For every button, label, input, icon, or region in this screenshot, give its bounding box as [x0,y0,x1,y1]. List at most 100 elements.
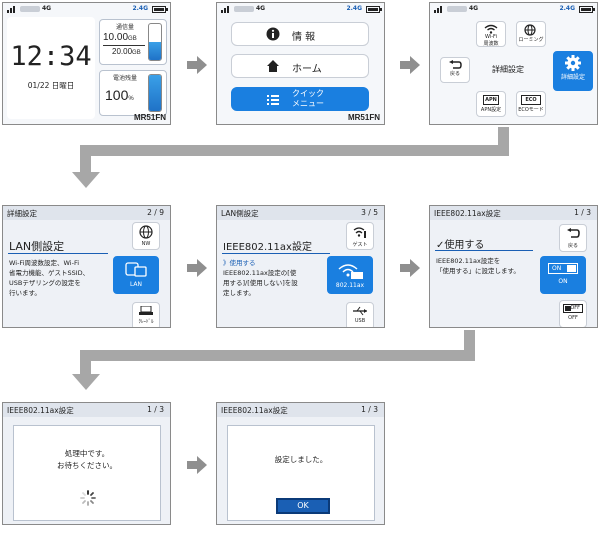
detail-settings-tile[interactable]: 詳細設定 [553,51,593,91]
flow-arrow-icon [187,456,207,474]
menu-quick-button[interactable]: クイックメニュー [231,87,369,111]
network-type: 4G [469,5,479,12]
signal-icon [7,5,17,13]
clock: 12:34 [10,41,92,72]
apn-icon: APN [483,95,499,105]
section-description: IEEE802.11ax設定を「使用する」に設定します。 [436,257,520,275]
on-button[interactable]: ON ON [540,256,586,294]
flow-arrow-icon [187,56,207,74]
title-underline [435,250,533,251]
carrier-name [20,6,40,12]
header-title: LAN側設定 [221,209,259,218]
flow-connector [464,330,475,360]
network-type: 4G [256,5,266,12]
status-bar: 4G 2.4G [3,3,170,17]
battery-icon [152,6,168,13]
page-indicator: 1 / 3 [147,405,164,414]
gear-icon [565,55,581,71]
traffic-used: 10.00GB [103,32,137,43]
flow-arrow-down-icon [72,374,100,390]
home-icon [267,60,279,72]
wifi-icon [484,24,498,34]
back-button[interactable]: 戻る [559,224,587,252]
page-indicator: 3 / 5 [361,208,378,217]
battery-bar [148,74,162,112]
off-button[interactable]: OFF OFF [559,300,587,327]
processing-message: 処理中です。お待ちください。 [57,449,117,470]
model-name: MR51FN [347,113,380,122]
complete-message: 設定しました。 [274,455,328,464]
ok-button[interactable]: OK [276,498,330,514]
menu-quick-label: クイックメニュー [292,89,324,108]
guest-tile[interactable]: ゲスト [346,222,374,250]
menu-info-button[interactable]: 情 報 [231,22,369,46]
complete-dialog: 設定しました。 OK [227,425,375,521]
list-icon [267,95,279,105]
flow-connector [80,350,475,361]
apn-settings-tile[interactable]: APN APN設定 [476,91,506,117]
battery-gauge: 電池残量 100% [99,70,167,116]
header-title: IEEE802.11ax設定 [434,209,501,218]
globe-icon [139,225,153,239]
menu-info-label: 情 報 [292,32,316,43]
menu-home-button[interactable]: ホーム [231,54,369,78]
battery-value: 100% [105,87,134,103]
page-indicator: 1 / 3 [361,405,378,414]
flow-arrow-icon [187,259,207,277]
flow-connector [80,145,509,156]
signal-icon [221,5,231,13]
back-icon [449,60,462,69]
wifi-ax-icon [338,264,363,279]
cradle-tile[interactable]: ｸﾚｰﾄﾞﾙ [132,302,160,327]
battery-label: 電池残量 [112,75,137,82]
usb-icon [353,306,367,316]
flow-connector [80,350,91,376]
eco-icon: ECO [521,95,541,105]
traffic-bar [148,23,162,61]
screen-processing: IEEE802.11ax設定 1 / 3 処理中です。お待ちください。 [2,402,171,525]
date: 01/22 日曜日 [27,81,75,90]
processing-dialog: 処理中です。お待ちください。 [13,425,161,521]
traffic-limit: 20.00GB [112,47,141,56]
traffic-label: 通信量 [115,24,134,31]
screen-menu: 4G 2.4G 情 報 ホーム クイックメニュー MR51FN [216,2,385,125]
cradle-icon [139,305,153,315]
ieee80211ax-tile[interactable]: 802.11ax [327,256,373,294]
detail-title: 詳細設定 [492,65,524,74]
screen-header: IEEE802.11ax設定 1 / 3 [217,403,384,417]
usb-tile[interactable]: USB [346,302,374,327]
signal-icon [434,5,444,13]
screen-home: 4G 2.4G 12:34 01/22 日曜日 通信量 10.00GB 20.0… [2,2,171,125]
status-bar: 4G 2.4G [430,3,597,17]
carrier-name [234,6,254,12]
traffic-gauge: 通信量 10.00GB 20.00GB [99,19,167,65]
section-title: ✓使用する [436,240,485,251]
page-indicator: 1 / 3 [574,208,591,217]
lan-device-icon [125,262,147,277]
nw-tile[interactable]: NW [132,222,160,250]
page-indicator: 2 / 9 [147,208,164,217]
back-button[interactable]: 戻る [440,57,470,83]
network-type: 4G [42,5,52,12]
flow-connector [80,145,91,175]
back-icon [567,228,580,238]
lan-tile[interactable]: LAN [113,256,159,294]
title-underline [222,253,330,254]
flow-arrow-icon [400,56,420,74]
wifi-band: 2.4G [132,5,148,12]
clock-panel: 12:34 01/22 日曜日 [7,17,95,119]
eco-mode-tile[interactable]: ECO ECOモード [516,91,546,117]
header-title: IEEE802.11ax設定 [221,406,288,415]
wifi-band: 2.4G [559,5,575,12]
battery-icon [579,6,595,13]
flow-connector [498,127,509,155]
roaming-tile[interactable]: ローミング [516,21,546,47]
divider [103,45,145,46]
toggle-on-icon: ON [548,263,578,274]
